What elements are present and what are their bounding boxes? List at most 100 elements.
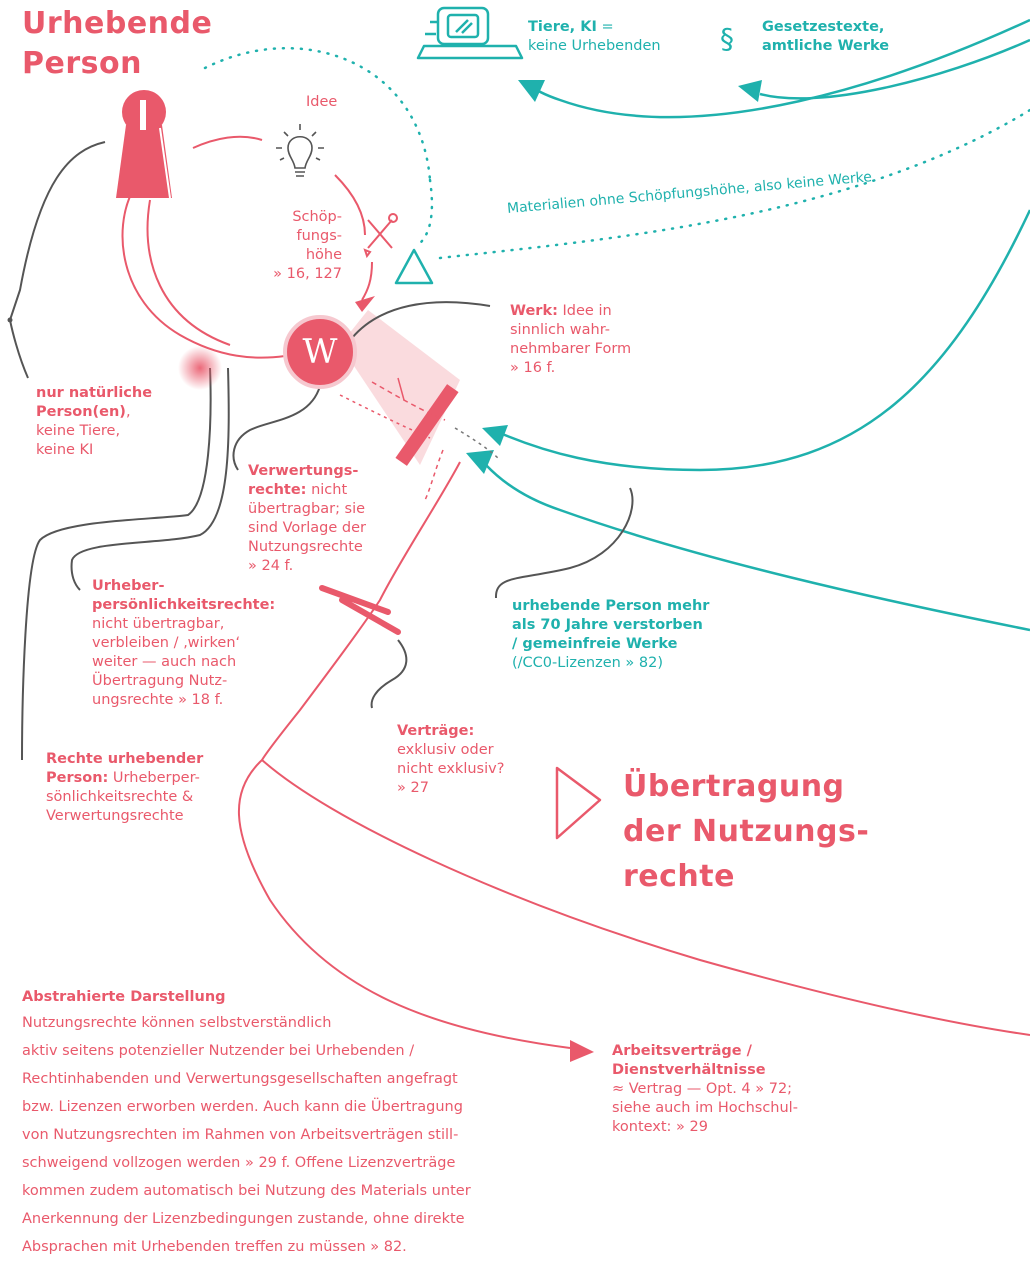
rights-l1: Rechte urhebender (46, 751, 204, 767)
transfer-marker-icon (555, 766, 602, 840)
height-l2: fungs- (296, 228, 342, 244)
height-l3: höhe (305, 247, 342, 263)
paragraph-icon: § (720, 22, 734, 55)
abstract-line: Absprachen mit Urhebenden treffen zu müs… (22, 1239, 407, 1255)
tools-icon (363, 213, 398, 259)
label-exploitation-rights: Verwertungs- rechte: nicht übertragbar; … (248, 462, 366, 576)
grey-line-1 (21, 367, 212, 761)
grey-line-2 (70, 367, 230, 591)
teal-curve-public1 (499, 209, 1030, 472)
person-l2: persönlichkeitsrechte: (92, 597, 276, 613)
ai-rest1: = (596, 19, 614, 35)
abstract-line: Anerkennung der Lizenzbedingungen zustan… (22, 1211, 465, 1227)
lightbulb-icon (276, 124, 324, 177)
teal-curve-ai (527, 18, 1030, 119)
abstract-line: bzw. Lizenzen erworben werden. Auch kann… (22, 1099, 463, 1115)
label-personality-rights: Urheber- persönlichkeitsrechte: nicht üb… (92, 577, 275, 710)
exploit-l1: Verwertungs- (248, 463, 359, 479)
grey-line-work (351, 301, 491, 339)
triangle-marker-icon (394, 248, 434, 285)
transfer-l1: Übertragung (623, 769, 845, 804)
contract-line (261, 461, 461, 761)
abstract-line: schweigend vollzogen werden » 29 f. Offe… (22, 1155, 456, 1171)
work-l2: sinnlich wahr- (510, 322, 610, 338)
contract-symbol (319, 585, 401, 635)
natural-l4: keine KI (36, 442, 94, 458)
title-line2: Person (22, 46, 142, 81)
employment-l4: siehe auch im Hochschul- (612, 1100, 798, 1116)
person-l5: weiter — auch nach (92, 654, 237, 670)
rights-l3: sönlichkeitsrechte & (46, 789, 194, 805)
abstract-title: Abstrahierte Darstellung (22, 989, 226, 1005)
red-branch-left (237, 759, 571, 1049)
bracket-person (9, 141, 106, 321)
work-l4: » 16 f. (510, 360, 556, 376)
public-l1: urhebende Person mehr (512, 598, 710, 614)
work-circle-icon (283, 315, 357, 389)
public-l4: (/CC0-Lizenzen » 82) (512, 655, 663, 671)
label-natural-persons: nur natürliche Person(en), keine Tiere, … (36, 384, 152, 460)
exploit-l6: » 24 f. (248, 558, 294, 574)
contracts-l2: exklusiv oder (397, 742, 494, 758)
cycle-arc-top (192, 135, 263, 149)
label-contracts: Verträge: exklusiv oder nicht exklusiv? … (397, 722, 504, 798)
person-l7: ungsrechte » 18 f. (92, 692, 224, 708)
rights-l4: Verwertungsrechte (46, 808, 184, 824)
transfer-l3: rechte (623, 859, 735, 894)
label-animals-ai: Tiere, KI = keine Urhebenden (528, 18, 661, 56)
work-bold: Werk: (510, 303, 558, 319)
height-l4: » 16, 127 (273, 266, 342, 282)
rights-l2-bold: Person: (46, 770, 109, 786)
person-l6: Übertragung Nutz- (92, 673, 228, 689)
svg-text:§: § (720, 22, 734, 55)
cycle-arc-left (121, 189, 286, 359)
height-l1: Schöp- (292, 209, 342, 225)
contracts-l1: Verträge: (397, 723, 475, 739)
employment-l5: kontext: » 29 (612, 1119, 708, 1135)
abstract-line: Rechtinhabenden und Verwertungsgesellsch… (22, 1071, 458, 1087)
label-threshold: Schöp- fungs- höhe » 16, 127 (262, 208, 342, 284)
grey-line-exploit (232, 385, 321, 471)
teal-curve-public2 (485, 464, 1030, 632)
employment-l2: Dienstverhältnisse (612, 1062, 766, 1078)
label-work: Werk: Idee in sinnlich wahr- nehmbarer F… (510, 302, 631, 378)
employment-l1: Arbeitsverträge / (612, 1043, 752, 1059)
abstract-line: Nutzungsrechte können selbstverständlich (22, 1015, 332, 1031)
ai-rest2: keine Urhebenden (528, 38, 661, 54)
ai-bold: Tiere, KI (528, 19, 597, 35)
natural-l1: nur natürliche (36, 385, 153, 401)
rights-l2-rest: Urheberper- (108, 770, 200, 786)
person-glow (178, 346, 222, 390)
person-l1: Urheber- (92, 578, 165, 594)
label-public-domain: urhebende Person mehr als 70 Jahre verst… (512, 597, 709, 673)
exploit-l3: übertragbar; sie (248, 501, 366, 517)
work-l3: nehmbarer Form (510, 341, 632, 357)
label-idea: Idee (306, 94, 338, 110)
exploit-l4: sind Vorlage der (248, 520, 366, 536)
abstract-line: aktiv seitens potenzieller Nutzender bei… (22, 1043, 415, 1059)
abstract-block: Abstrahierte Darstellung Nutzungsrechte … (22, 985, 582, 1261)
contracts-l4: » 27 (397, 780, 429, 796)
exploit-l5: Nutzungsrechte (248, 539, 363, 555)
dotted-line-no-works (438, 108, 1030, 260)
dotted-arc-down (416, 178, 434, 247)
cycle-arc-inner (146, 199, 231, 346)
computer-icon (416, 6, 524, 60)
person-l4: verbleiben / ‚wirken‘ (92, 635, 241, 651)
abstract-line: kommen zudem automatisch bei Nutzung des… (22, 1183, 471, 1199)
contracts-l3: nicht exklusiv? (397, 761, 505, 777)
natural-l3: keine Tiere, (36, 423, 121, 439)
title-line1: Urhebende (22, 6, 213, 41)
label-author-rights: Rechte urhebender Person: Urheberper- sö… (46, 750, 203, 826)
employment-l3: ≈ Vertrag — Opt. 4 » 72; (612, 1081, 793, 1097)
teal-curve-law (759, 38, 1030, 100)
abstract-line: von Nutzungsrechten im Rahmen von Arbeit… (22, 1127, 459, 1143)
keyhole-person-icon (116, 90, 172, 199)
cycle-arc-down (361, 261, 373, 301)
law-line1: Gesetzestexte, (762, 19, 885, 35)
label-laws: Gesetzestexte, amtliche Werke (762, 18, 889, 56)
person-l3: nicht übertragbar, (92, 616, 225, 632)
label-employment: Arbeitsverträge / Dienstverhältnisse ≈ V… (612, 1042, 798, 1137)
